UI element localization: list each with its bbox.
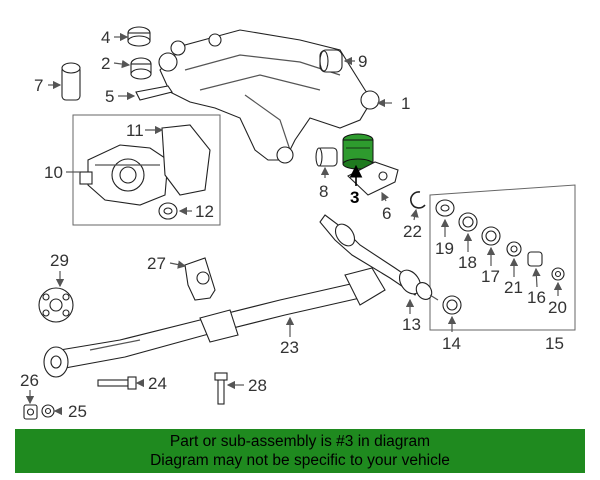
bushing-4-part: [127, 26, 151, 47]
washer-25-part: [41, 404, 55, 418]
callout-labels: 1 2 3 4 5 6 7 8 9 10 11 12 13 14 15 16 1…: [20, 28, 567, 421]
callout-label: 5: [105, 87, 114, 106]
differential-part: [79, 144, 169, 206]
callout-label: 21: [504, 278, 523, 297]
callout-label: 18: [458, 253, 477, 272]
differential-group-box: [72, 114, 221, 226]
callout-label: 20: [548, 298, 567, 317]
bushing-8-part: [315, 147, 338, 167]
bolt-24-part: [97, 376, 137, 390]
callout-label: 27: [147, 254, 166, 273]
callout-label: 26: [20, 371, 39, 390]
callout-label: 1: [401, 94, 410, 113]
callout-label: 12: [195, 202, 214, 221]
banner-line-2: Diagram may not be specific to your vehi…: [150, 452, 450, 469]
callout-label: 19: [435, 239, 454, 258]
callout-label: 4: [101, 28, 110, 47]
callout-label: 29: [50, 251, 69, 270]
banner-line-1: Part or sub-assembly is #3 in diagram: [169, 433, 431, 450]
callout-label: 2: [101, 54, 110, 73]
callout-label: 23: [280, 338, 299, 357]
seal-group-box: [429, 184, 576, 331]
bolt-28-part: [214, 372, 228, 405]
cover-11-part: [161, 124, 211, 196]
seal-19-part: [435, 199, 455, 217]
mount-7-part: [61, 62, 81, 101]
info-banner: Part or sub-assembly is #3 in diagram Di…: [15, 429, 585, 473]
seal-12-part: [158, 202, 178, 220]
callout-label: 6: [382, 204, 391, 223]
callout-label-highlighted: 3: [350, 188, 359, 207]
flex-disc-29-part: [38, 287, 74, 323]
center-bearing-27-part: [184, 257, 216, 301]
washer-20-part: [551, 267, 565, 281]
seal-18-part: [458, 212, 478, 232]
nut-16-part: [527, 251, 543, 267]
leader-lines: [25, 32, 563, 416]
callout-label: 8: [319, 182, 328, 201]
callout-label: 14: [442, 334, 461, 353]
strap-5-part: [135, 85, 173, 101]
clip-22-part: [410, 191, 426, 209]
callout-label: 11: [126, 121, 144, 140]
callout-label: 13: [402, 315, 421, 334]
callout-label: 25: [68, 402, 87, 421]
callout-label: 10: [44, 163, 63, 182]
bushing-2-part: [130, 57, 152, 80]
bushing-9-part: [319, 49, 343, 73]
highlighted-part-3: [342, 133, 374, 170]
half-shaft-part: [319, 214, 439, 301]
callout-label: 24: [148, 374, 167, 393]
callout-label: 17: [481, 267, 500, 286]
drive-shaft-part: [43, 267, 386, 378]
callout-label: 9: [358, 52, 367, 71]
callout-label: 16: [527, 288, 546, 307]
subframe-part: [158, 29, 380, 164]
callout-label: 28: [248, 376, 267, 395]
callout-label: 22: [403, 222, 422, 241]
callout-label: 7: [34, 76, 43, 95]
seal-14-part: [442, 295, 462, 315]
seal-21-part: [506, 241, 522, 257]
seal-17-part: [481, 226, 501, 246]
nut-26-part: [23, 404, 38, 420]
callout-label: 15: [545, 334, 564, 353]
